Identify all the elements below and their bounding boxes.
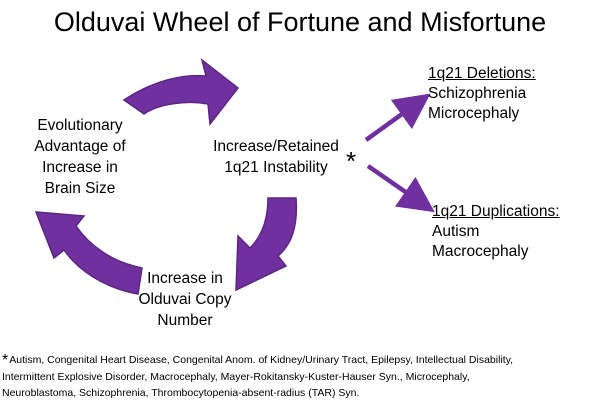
asterisk-marker: *: [346, 146, 357, 176]
footnote: *Autism, Congenital Heart Disease, Conge…: [0, 352, 600, 401]
branch-arrow-duplications: [366, 164, 435, 213]
diagram-title: Olduvai Wheel of Fortune and Misfortune: [53, 7, 547, 37]
node-line: Increase in: [147, 270, 223, 287]
footnote-marker: *: [2, 352, 9, 369]
outcome-item: Microcephaly: [428, 105, 520, 122]
outcome-deletions: 1q21 Deletions: Schizophrenia Microcepha…: [428, 64, 588, 124]
outcome-duplications: 1q21 Duplications: Autism Macrocephaly: [432, 202, 592, 262]
outcome-heading: 1q21 Deletions:: [428, 65, 536, 82]
footnote-line: *Autism, Congenital Heart Disease, Conge…: [2, 352, 600, 369]
node-line: Advantage of: [34, 138, 126, 155]
node-brain-size-advantage: Evolutionary Advantage of Increase in Br…: [14, 115, 146, 199]
outcome-item: Autism: [432, 223, 480, 240]
outcome-heading: 1q21 Duplications:: [432, 203, 560, 220]
node-line: 1q21 Instability: [224, 159, 328, 176]
footnote-line: Intermittent Explosive Disorder, Macroce…: [2, 371, 470, 383]
node-line: Increase in: [42, 159, 118, 176]
cycle-arrow-right: [235, 197, 298, 292]
node-line: Evolutionary: [37, 117, 123, 134]
footnote-line: Neuroblastoma, Schizophrenia, Thrombocyt…: [2, 387, 360, 399]
node-1q21-instability: Increase/Retained 1q21 Instability: [198, 136, 354, 178]
node-line: Brain Size: [44, 180, 116, 197]
outcome-item: Macrocephaly: [432, 243, 529, 260]
cycle-arrow-top: [122, 58, 240, 126]
cycle-arrow-left: [34, 211, 143, 295]
node-line: Olduvai Copy: [138, 291, 232, 308]
outcome-item: Schizophrenia: [428, 85, 527, 102]
node-olduvai-copy-number: Increase in Olduvai Copy Number: [110, 268, 260, 331]
node-line: Increase/Retained: [213, 138, 339, 155]
node-line: Number: [157, 312, 213, 329]
branch-arrow-deletions: [364, 93, 431, 142]
footnote-text: Autism, Congenital Heart Disease, Congen…: [9, 354, 514, 366]
